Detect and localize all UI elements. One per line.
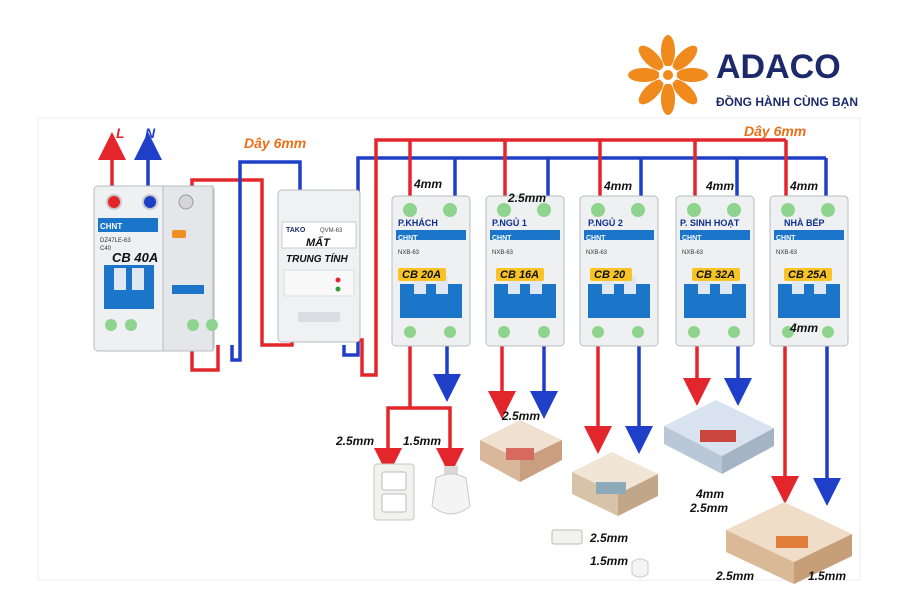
breaker-toggle[interactable] [588,284,650,318]
breaker-model: NXB-63 [776,250,798,256]
breaker-brand-labels: CHNT CHNT CHNT CHNT CHNT NXB-63 NXB-63 N… [398,235,798,256]
kitchen-illustration [726,502,852,584]
socket-wire-label: 2.5mm [335,434,374,448]
branch-breakers [391,195,849,347]
kitchen-output-wire-label: 4mm [789,321,818,335]
protector-title-1: MẤT [306,236,331,249]
breaker-model: NXB-63 [398,250,420,256]
light-bulb-icon [431,466,471,515]
breaker-brand: CHNT [398,235,418,242]
protector-title-2: TRUNG TÍNH [286,252,348,265]
bedroom-2-bulb-wire-label: 1.5mm [590,554,628,568]
breaker-rating-tags: CB 20A CB 16A CB 20 CB 32A CB 25A [398,268,832,281]
breaker-brand: CHNT [492,235,512,242]
breaker-brand: CHNT [682,235,702,242]
breaker-brand: CHNT [586,235,606,242]
kitchen-wire-label-1: 2.5mm [715,569,754,583]
breaker-model: NXB-63 [492,250,514,256]
breaker-room-label: P.KHÁCH [398,218,438,228]
breaker-room-label: P.NGỦ 2 [588,217,623,228]
breaker-room-label: P.NGỦ 1 [492,217,527,228]
breaker-toggle[interactable] [778,284,840,318]
bedroom-1-illustration [480,420,562,482]
main-breaker-label: CB 40A [112,250,158,265]
bulb-wire-label: 1.5mm [403,434,441,448]
breaker-toggle[interactable] [494,284,556,318]
wire-size-label: 4mm [413,177,442,191]
breaker-toggle[interactable] [400,284,462,318]
main-breaker-model: DZ47LE-63 [100,238,131,244]
neutral-loss-protector: TAKO QVM-63 MẤT TRUNG TÍNH [277,189,361,343]
small-bulb-icon [631,558,649,578]
live-wire-main [190,178,294,372]
breaker-rating: CB 20 [594,269,626,281]
wire-size-label: 4mm [789,179,818,193]
breaker-brand: CHNT [776,235,796,242]
family-room-wire-label-2: 2.5mm [689,501,728,515]
main-breaker-rating: C40 [100,246,112,252]
wire-size-label: 4mm [603,179,632,193]
neutral-label: N [145,125,156,141]
live-label: L [116,125,125,141]
breaker-model: NXB-63 [682,250,704,256]
main-breaker: CHNT DZ47LE-63 C40 [93,185,218,352]
wall-socket-icon [373,463,415,521]
main-breaker-brand: CHNT [100,222,122,231]
bedroom-2-socket-wire-label: 2.5mm [589,531,628,545]
breaker-toggle[interactable] [684,284,746,318]
breaker-rating: CB 20A [402,269,441,281]
brand-name: ADACO [716,48,841,86]
small-socket-icon [551,529,583,545]
bedroom-2-illustration [572,452,658,516]
breaker-room-label: NHÀ BẾP [784,218,825,228]
protector-model: QVM-63 [320,228,343,234]
breaker-rating: CB 25A [788,269,827,281]
flower-logo-icon [628,35,708,115]
protector-brand: TAKO [286,227,306,234]
wire-size-label: 2.5mm [507,191,546,205]
neutral-bus [342,156,826,357]
breaker-rating: CB 32A [696,269,735,281]
main-breaker-toggle[interactable] [104,265,154,309]
family-room-illustration [664,400,774,474]
adaco-logo: ADACO ĐỒNG HÀNH CÙNG BẠN [628,35,858,115]
wire-size-label: 4mm [705,179,734,193]
breaker-room-label: P. SINH HOẠT [680,218,740,228]
wire-label-right: Dây 6mm [744,123,806,139]
brand-tagline: ĐỒNG HÀNH CÙNG BẠN [716,94,858,109]
kitchen-wire-label-2: 1.5mm [808,569,846,583]
family-room-wire-label-1: 4mm [695,487,724,501]
breaker-model: NXB-63 [586,250,608,256]
wire-label-left: Dây 6mm [244,135,306,151]
breaker-rating: CB 16A [500,269,539,281]
bedroom-1-wire-label: 2.5mm [501,409,540,423]
